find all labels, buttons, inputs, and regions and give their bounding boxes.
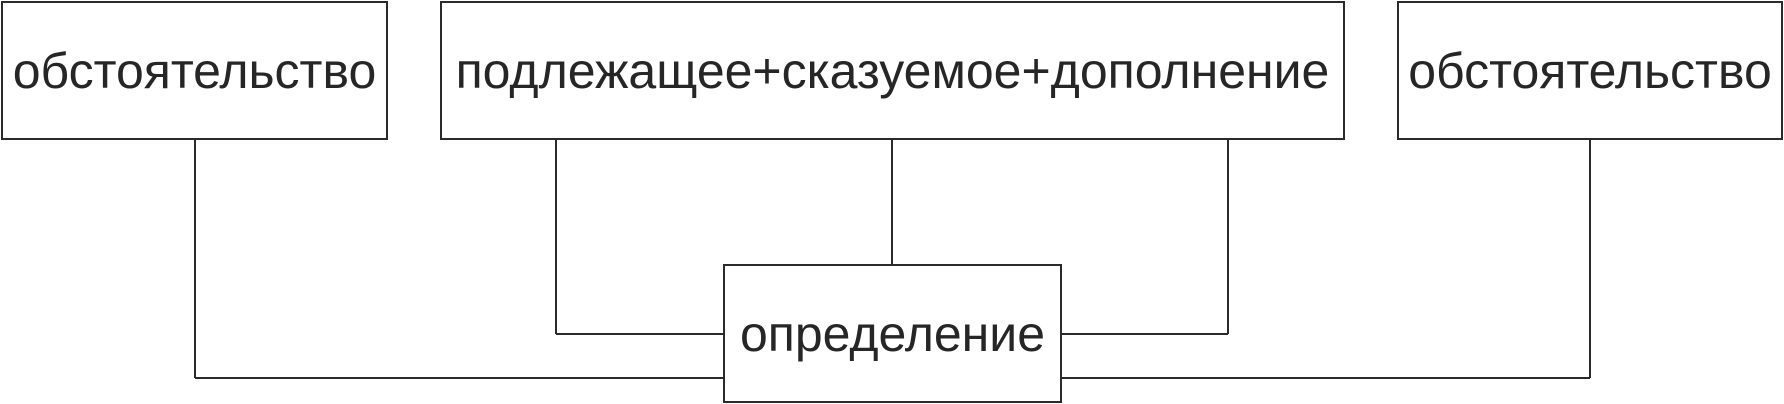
node-attribute-label: определение: [739, 305, 1046, 362]
node-adverbial-left-label: обстоятельство: [12, 42, 377, 99]
node-adverbial-right-label: обстоятельство: [1408, 42, 1772, 99]
node-subject-predicate-object-label: подлежащее+сказуемое+дополнение: [455, 42, 1330, 99]
node-attribute: определение: [723, 264, 1062, 403]
node-adverbial-right: обстоятельство: [1397, 1, 1783, 140]
node-subject-predicate-object: подлежащее+сказуемое+дополнение: [440, 1, 1345, 140]
node-adverbial-left: обстоятельство: [1, 1, 388, 140]
